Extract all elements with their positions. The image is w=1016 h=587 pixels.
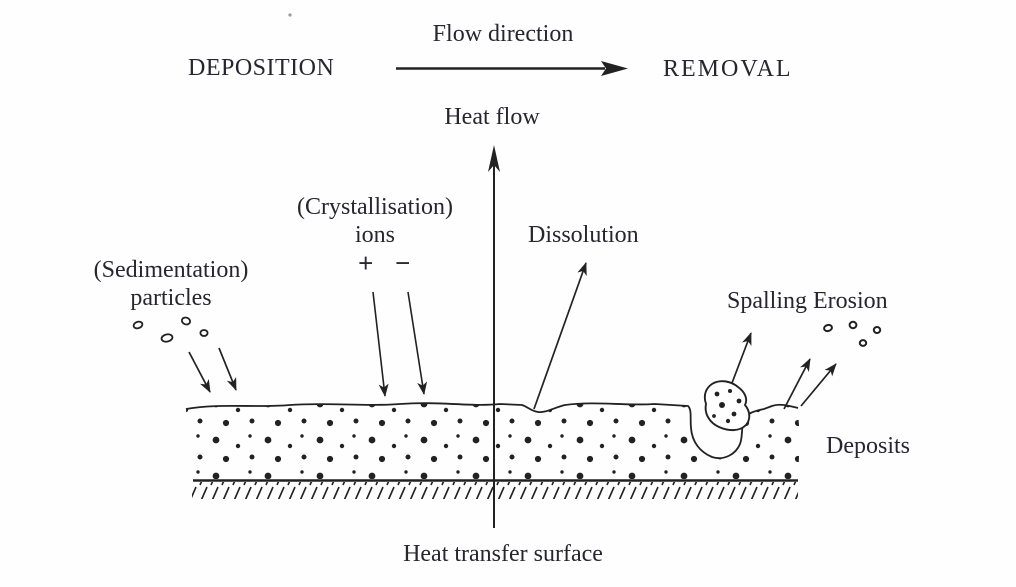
ion-arrows [372, 291, 428, 397]
ion-arrow-positive [372, 291, 389, 397]
spalling-arrows [731, 332, 837, 410]
spalled-particles [823, 320, 882, 347]
dissolution-arrow [533, 262, 587, 410]
flow-direction-arrow [396, 61, 628, 76]
deposit-layer [186, 403, 800, 479]
heat-transfer-surface-label: Heat transfer surface [403, 541, 603, 567]
ion-arrow-negative [407, 291, 428, 395]
sedimentation-label-line2: particles [130, 285, 212, 311]
deposition-label: DEPOSITION [188, 55, 335, 81]
spalled-chunk [703, 380, 751, 432]
heat-transfer-surface-hatching [192, 479, 798, 499]
crystallisation-label: (Crystallisation) ions [297, 193, 453, 249]
sedimentation-arrows [188, 347, 237, 393]
flow-direction-label: Flow direction [432, 21, 574, 47]
sedimentation-label: (Sedimentation) particles [94, 256, 249, 312]
heat-flow-label: Heat flow [444, 104, 540, 130]
plus-ion-symbol: + [358, 248, 374, 278]
removal-label: REMOVAL [663, 56, 793, 82]
sediment-particles [132, 316, 209, 343]
crystallisation-label-line2: ions [354, 222, 396, 248]
spalling-erosion-label: Spalling Erosion [727, 288, 888, 314]
scan-speck [288, 13, 292, 17]
crystallisation-label-line1: (Crystallisation) [297, 194, 453, 220]
deposits-label: Deposits [826, 433, 910, 459]
minus-ion-symbol: − [395, 248, 411, 278]
dissolution-label: Dissolution [528, 222, 639, 248]
sedimentation-label-line1: (Sedimentation) [93, 257, 249, 283]
